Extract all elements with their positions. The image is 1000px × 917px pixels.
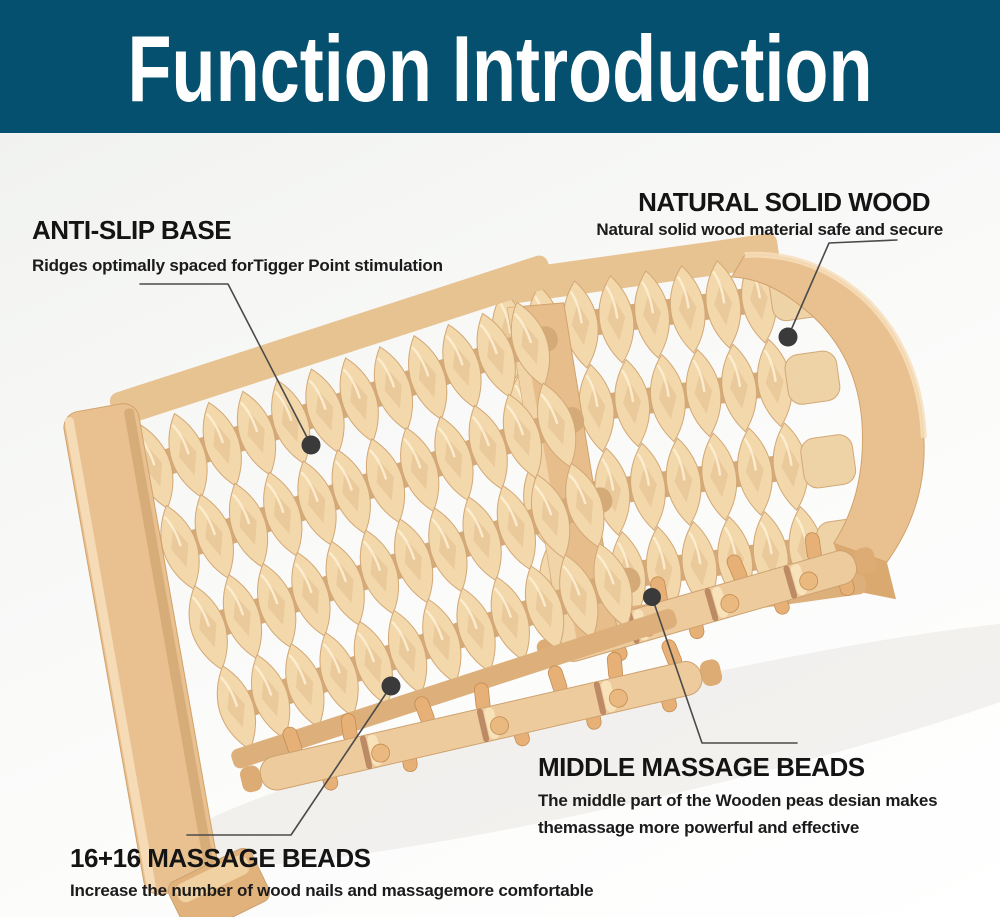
label-natural-solid-wood: NATURAL SOLID WOOD <box>638 187 930 217</box>
callout-line-middle-massage-beads <box>651 596 798 744</box>
callout-dot-dual-massage-beads <box>381 676 401 696</box>
desc-anti-slip-base: Ridges optimally spaced forTigger Point … <box>32 256 443 275</box>
desc-middle-massage-beads-line2: themassage more powerful and effective <box>538 818 860 837</box>
callout-dot-natural-solid-wood <box>778 327 798 347</box>
desc-dual-massage-beads: Increase the number of wood nails and ma… <box>70 881 594 900</box>
wooden-foot-roller-product <box>63 233 1000 917</box>
ground-shadow <box>161 618 1000 868</box>
desc-middle-massage-beads-line1: The middle part of the Wooden peas desia… <box>538 791 938 810</box>
right-foot-panel <box>479 233 927 684</box>
label-anti-slip-base: ANTI-SLIP BASE <box>32 215 232 245</box>
callout-line-anti-slip-base <box>139 283 312 446</box>
callout-dot-anti-slip-base <box>301 435 321 455</box>
callout-line-natural-solid-wood <box>787 239 898 338</box>
right-back-rail <box>489 233 780 306</box>
desc-natural-solid-wood: Natural solid wood material safe and sec… <box>596 220 943 239</box>
label-middle-massage-beads: MIDDLE MASSAGE BEADS <box>538 752 865 782</box>
callout-line-dual-massage-beads <box>186 685 392 836</box>
callout-dot-middle-massage-beads <box>643 588 661 606</box>
left-rail-foot <box>167 848 271 917</box>
page-title: Function Introduction <box>128 16 873 121</box>
left-foot-panel <box>109 255 734 852</box>
label-dual-massage-beads: 16+16 MASSAGE BEADS <box>70 843 371 873</box>
left-back-rail <box>109 255 554 426</box>
title-banner: Function Introduction <box>0 0 1000 133</box>
left-frame-rail <box>63 403 271 917</box>
